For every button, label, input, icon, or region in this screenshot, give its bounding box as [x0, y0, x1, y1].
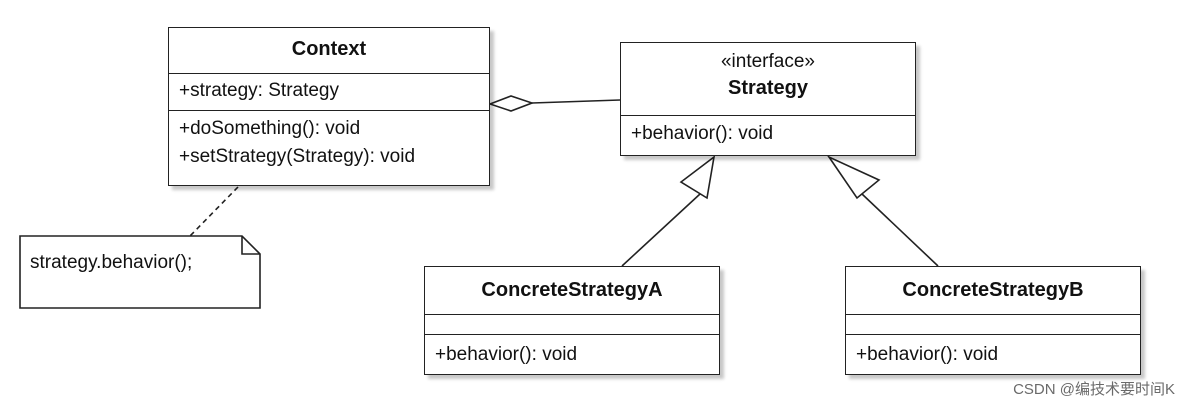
- concrete-a-class-name: ConcreteStrategyA: [481, 279, 663, 301]
- strategy-interface[interactable]: «interface» Strategy +behavior(): void: [620, 42, 916, 156]
- watermark: CSDN @编技术要时间K: [1013, 381, 1175, 398]
- concrete-strategy-a-class[interactable]: ConcreteStrategyA +behavior(): void: [424, 266, 720, 375]
- context-class[interactable]: Context +strategy: Strategy +doSomething…: [168, 27, 490, 186]
- strategy-interface-name: Strategy: [727, 77, 809, 99]
- concrete-b-operation: +behavior(): void: [856, 344, 999, 365]
- note-text: strategy.behavior();: [30, 252, 193, 273]
- context-operations-section: +doSomething(): void +setStrategy(Strate…: [169, 111, 489, 171]
- concrete-a-attributes-section: [425, 315, 719, 335]
- strategy-operations-section: +behavior(): void: [621, 116, 915, 148]
- realization-arrowhead-b: [826, 155, 881, 200]
- context-attributes-section: +strategy: Strategy: [169, 74, 489, 111]
- context-class-name: Context: [291, 38, 367, 60]
- context-name-section: Context: [169, 28, 489, 74]
- note-shape: [19, 235, 261, 309]
- concrete-b-attributes-section: [846, 315, 1140, 335]
- realization-line-b: [861, 193, 939, 267]
- context-operation: +doSomething(): void: [179, 118, 361, 139]
- concrete-strategy-b-class[interactable]: ConcreteStrategyB +behavior(): void: [845, 266, 1141, 375]
- note-anchor-line: [189, 186, 239, 237]
- concrete-a-operations-section: +behavior(): void: [425, 335, 719, 369]
- aggregation-line: [531, 99, 621, 104]
- concrete-a-name-section: ConcreteStrategyA: [425, 267, 719, 315]
- realization-line-a: [621, 193, 701, 267]
- concrete-a-operation: +behavior(): void: [435, 344, 578, 365]
- concrete-b-name-section: ConcreteStrategyB: [846, 267, 1140, 315]
- concrete-b-class-name: ConcreteStrategyB: [902, 279, 1084, 301]
- concrete-b-operations-section: +behavior(): void: [846, 335, 1140, 369]
- aggregation-diamond: [487, 95, 535, 112]
- realization-arrowhead-a: [679, 155, 716, 200]
- note-fold: [241, 236, 260, 255]
- strategy-operation: +behavior(): void: [631, 123, 774, 144]
- context-attribute: +strategy: Strategy: [179, 80, 339, 101]
- context-operation: +setStrategy(Strategy): void: [179, 146, 416, 167]
- strategy-stereotype: «interface»: [720, 51, 815, 72]
- strategy-name-section: «interface» Strategy: [621, 43, 915, 116]
